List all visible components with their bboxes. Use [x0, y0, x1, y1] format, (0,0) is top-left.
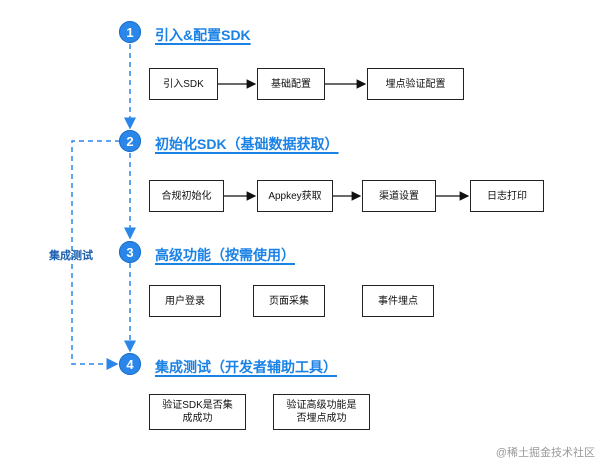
- step-4-title[interactable]: 集成测试（开发者辅助工具）: [155, 359, 337, 375]
- step2-box-channel: 渠道设置: [362, 180, 436, 212]
- step1-box-basic-config: 基础配置: [257, 68, 325, 100]
- step3-box-user-login: 用户登录: [149, 285, 221, 317]
- loop-label: 集成测试: [49, 250, 93, 262]
- step-2-title[interactable]: 初始化SDK（基础数据获取）: [155, 136, 339, 152]
- step-3-number: 3: [119, 241, 141, 263]
- step1-box-import-sdk: 引入SDK: [149, 68, 218, 100]
- step3-box-event-tracking: 事件埋点: [362, 285, 434, 317]
- step-1-number: 1: [119, 21, 141, 43]
- step3-box-page-collect: 页面采集: [253, 285, 325, 317]
- step-3-title[interactable]: 高级功能（按需使用）: [155, 247, 295, 263]
- step4-box-verify-sdk: 验证SDK是否集成成功: [149, 394, 246, 430]
- step2-box-appkey: Appkey获取: [257, 180, 333, 212]
- step2-box-compliance-init: 合规初始化: [149, 180, 224, 212]
- step-4-number: 4: [119, 353, 141, 375]
- step1-box-tracking-verify: 埋点验证配置: [367, 68, 464, 100]
- step-1-title[interactable]: 引入&配置SDK: [155, 27, 251, 43]
- step2-box-log-print: 日志打印: [470, 180, 544, 212]
- step4-box-verify-advanced: 验证高级功能是否埋点成功: [273, 394, 370, 430]
- step-2-number: 2: [119, 130, 141, 152]
- watermark: @稀土掘金技术社区: [495, 447, 595, 459]
